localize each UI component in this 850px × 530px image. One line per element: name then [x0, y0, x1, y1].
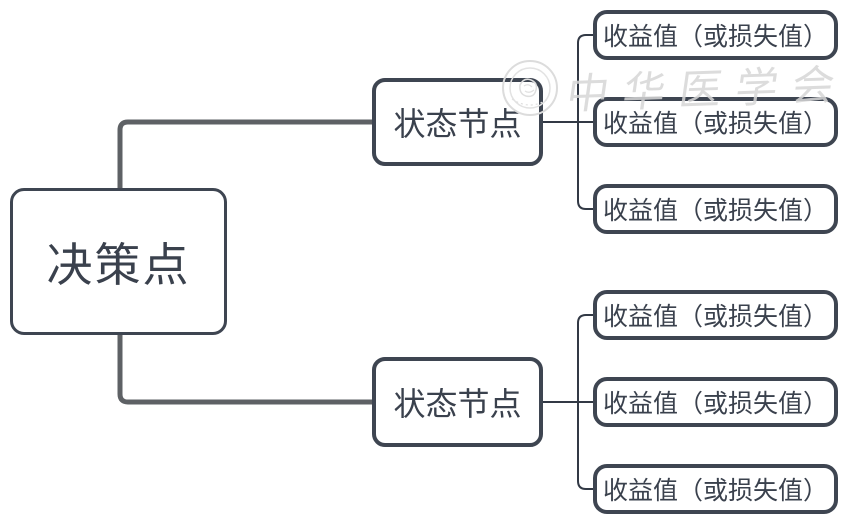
connector-decision-to-state-top: [117, 119, 372, 190]
decision-node: 决策点: [10, 188, 227, 335]
outcome-node-2: 收益值（或损失值）: [593, 97, 838, 147]
state-node-top: 状态节点: [372, 78, 543, 166]
outcome-node-label: 收益值（或损失值）: [602, 303, 828, 331]
outcome-node-3: 收益值（或损失值）: [593, 184, 838, 234]
outcome-node-1: 收益值（或损失值）: [593, 10, 838, 60]
outcome-node-5: 收益值（或损失值）: [593, 377, 838, 427]
connector-state-bottom-to-outcome-6: [577, 402, 593, 490]
connector-state-bottom-to-outcome-4: [577, 314, 593, 402]
connector-state-top-to-outcome-3: [577, 122, 593, 210]
state-node-bottom: 状态节点: [372, 357, 543, 447]
decision-node-label: 决策点: [46, 238, 191, 291]
outcome-node-4: 收益值（或损失值）: [593, 290, 838, 340]
outcome-node-6: 收益值（或损失值）: [593, 464, 838, 514]
outcome-node-label: 收益值（或损失值）: [602, 197, 828, 225]
outcome-node-label: 收益值（或损失值）: [602, 23, 828, 51]
connector-decision-to-state-bottom: [117, 333, 372, 405]
outcome-node-label: 收益值（或损失值）: [602, 390, 828, 418]
state-node-label: 状态节点: [393, 106, 522, 142]
outcome-node-label: 收益值（或损失值）: [602, 477, 828, 505]
state-node-label: 状态节点: [393, 386, 522, 422]
connector-state-top-to-outcome-1: [577, 34, 593, 122]
outcome-node-label: 收益值（或损失值）: [602, 110, 828, 138]
